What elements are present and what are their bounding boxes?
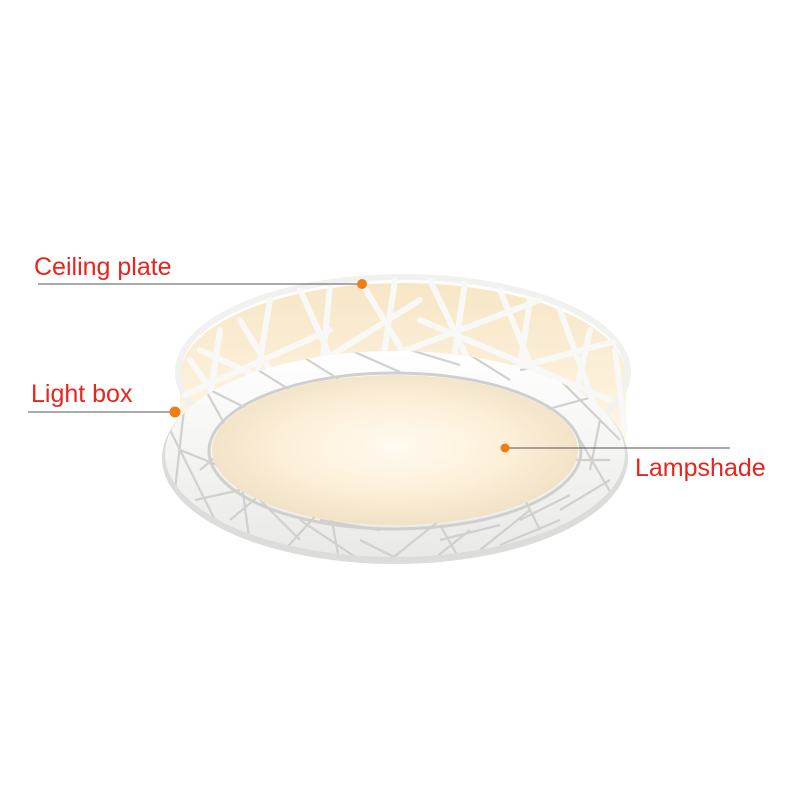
label-lampshade: Lampshade	[635, 454, 766, 482]
lampshade-diffuser	[212, 375, 578, 525]
marker-ceiling-plate	[357, 279, 367, 289]
marker-lampshade	[500, 443, 510, 453]
leader-lines	[28, 283, 730, 449]
label-light-box: Light box	[31, 380, 133, 408]
label-ceiling-plate: Ceiling plate	[34, 253, 172, 281]
markers	[169, 279, 510, 453]
marker-light-box	[169, 406, 181, 418]
